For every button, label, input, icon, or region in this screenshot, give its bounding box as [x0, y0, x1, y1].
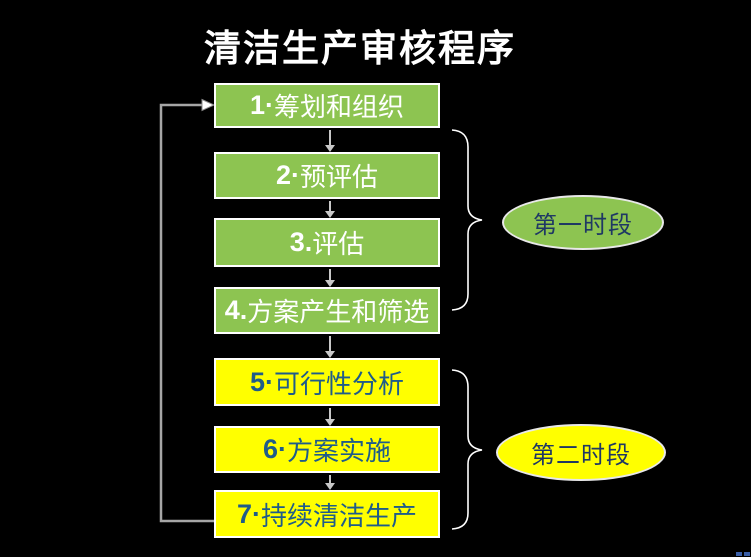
arrowhead-4-5	[325, 351, 335, 358]
step-number: 6·	[262, 434, 287, 464]
feedback-loop-arrowhead	[201, 98, 216, 112]
step-number: 1·	[249, 90, 274, 120]
step-box-1: 1·筹划和组织	[214, 83, 440, 128]
step-box-5: 5·可行性分析	[214, 358, 440, 406]
phase1-label: 第一时段	[533, 212, 633, 239]
step-label: 预评估	[300, 162, 379, 192]
step-box-4: 4.方案产生和筛选	[214, 287, 440, 334]
phase2-ellipse: 第二时段	[496, 424, 666, 481]
step-box-3: 3.评估	[214, 218, 440, 267]
step-box-2: 2·预评估	[214, 152, 440, 199]
arrowhead-2-3	[325, 211, 335, 218]
step-label: 方案产生和筛选	[247, 297, 430, 327]
arrowhead-3-4	[325, 280, 335, 287]
step-label: 可行性分析	[274, 368, 405, 399]
step-number: 2·	[275, 160, 300, 190]
step-label: 方案实施	[287, 436, 392, 466]
phase2-label: 第二时段	[531, 442, 631, 469]
step-number: 5·	[249, 366, 274, 397]
slide-title: 清洁生产审核程序	[204, 28, 516, 69]
step-label: 评估	[312, 229, 365, 259]
phase1-brace	[451, 129, 483, 311]
step-box-6: 6·方案实施	[214, 426, 440, 473]
arrowhead-1-2	[325, 145, 335, 152]
phase1-ellipse: 第一时段	[502, 195, 664, 250]
step-number: 3.	[289, 227, 313, 257]
step-label: 筹划和组织	[274, 92, 405, 122]
step-number: 4.	[224, 295, 248, 325]
feedback-loop-line	[159, 103, 216, 523]
arrowhead-6-7	[325, 483, 335, 490]
phase2-brace	[451, 369, 483, 530]
arrowhead-5-6	[325, 419, 335, 426]
step-box-7: 7·持续清洁生产	[214, 490, 440, 538]
step-number: 7·	[236, 498, 261, 529]
corner-artifact	[734, 552, 750, 557]
step-label: 持续清洁生产	[261, 500, 418, 531]
